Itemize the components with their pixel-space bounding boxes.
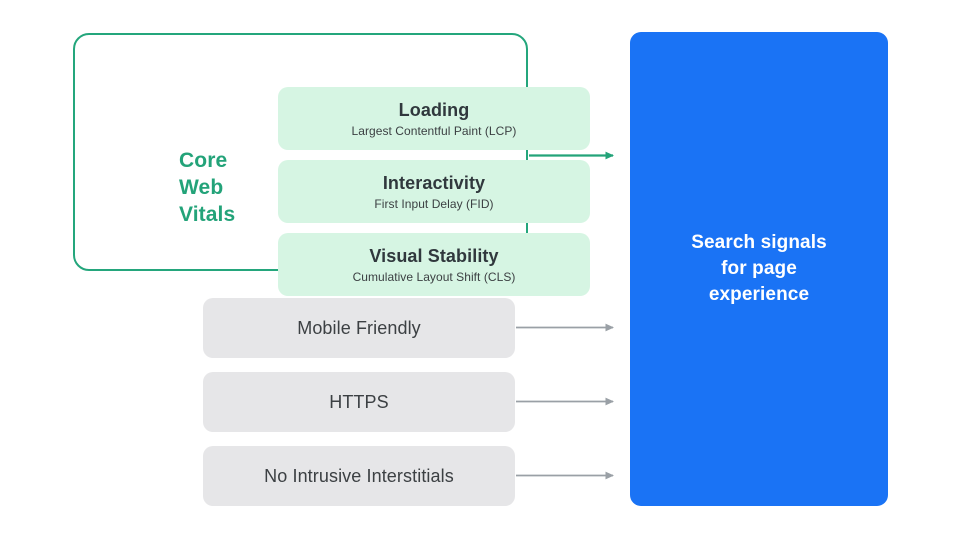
- core-web-vitals-label-line-1: Core: [179, 149, 228, 172]
- visual-stability-metric-title: Visual Stability: [369, 245, 499, 266]
- interactivity-metric-title: Interactivity: [382, 172, 486, 193]
- loading-metric-title: Loading: [398, 99, 470, 120]
- search-signals-label: Search signals for page experience: [691, 232, 827, 305]
- core-web-vitals-label-line-3: Vitals: [179, 203, 236, 226]
- mobile-friendly-card[interactable]: Mobile Friendly: [203, 298, 515, 358]
- core-web-vitals-label-line-2: Web: [179, 176, 224, 199]
- visual-stability-metric-card[interactable]: Visual Stability Cumulative Layout Shift…: [278, 233, 590, 296]
- interactivity-metric-card[interactable]: Interactivity First Input Delay (FID): [278, 160, 590, 223]
- no-intrusive-interstitials-label: No Intrusive Interstitials: [264, 466, 454, 486]
- no-intrusive-interstitials-card[interactable]: No Intrusive Interstitials: [203, 446, 515, 506]
- https-label: HTTPS: [329, 392, 389, 412]
- https-card[interactable]: HTTPS: [203, 372, 515, 432]
- mobile-friendly-label: Mobile Friendly: [297, 318, 421, 338]
- core-web-vitals-group: Core Web Vitals Loading Largest Contentf…: [73, 33, 590, 296]
- interactivity-metric-subtitle: First Input Delay (FID): [374, 196, 494, 211]
- loading-metric-subtitle: Largest Contentful Paint (LCP): [351, 123, 517, 138]
- visual-stability-metric-subtitle: Cumulative Layout Shift (CLS): [352, 269, 516, 284]
- loading-metric-card[interactable]: Loading Largest Contentful Paint (LCP): [278, 87, 590, 150]
- core-web-vitals-label: Core Web Vitals: [179, 147, 271, 228]
- search-signals-panel[interactable]: Search signals for page experience: [630, 32, 888, 506]
